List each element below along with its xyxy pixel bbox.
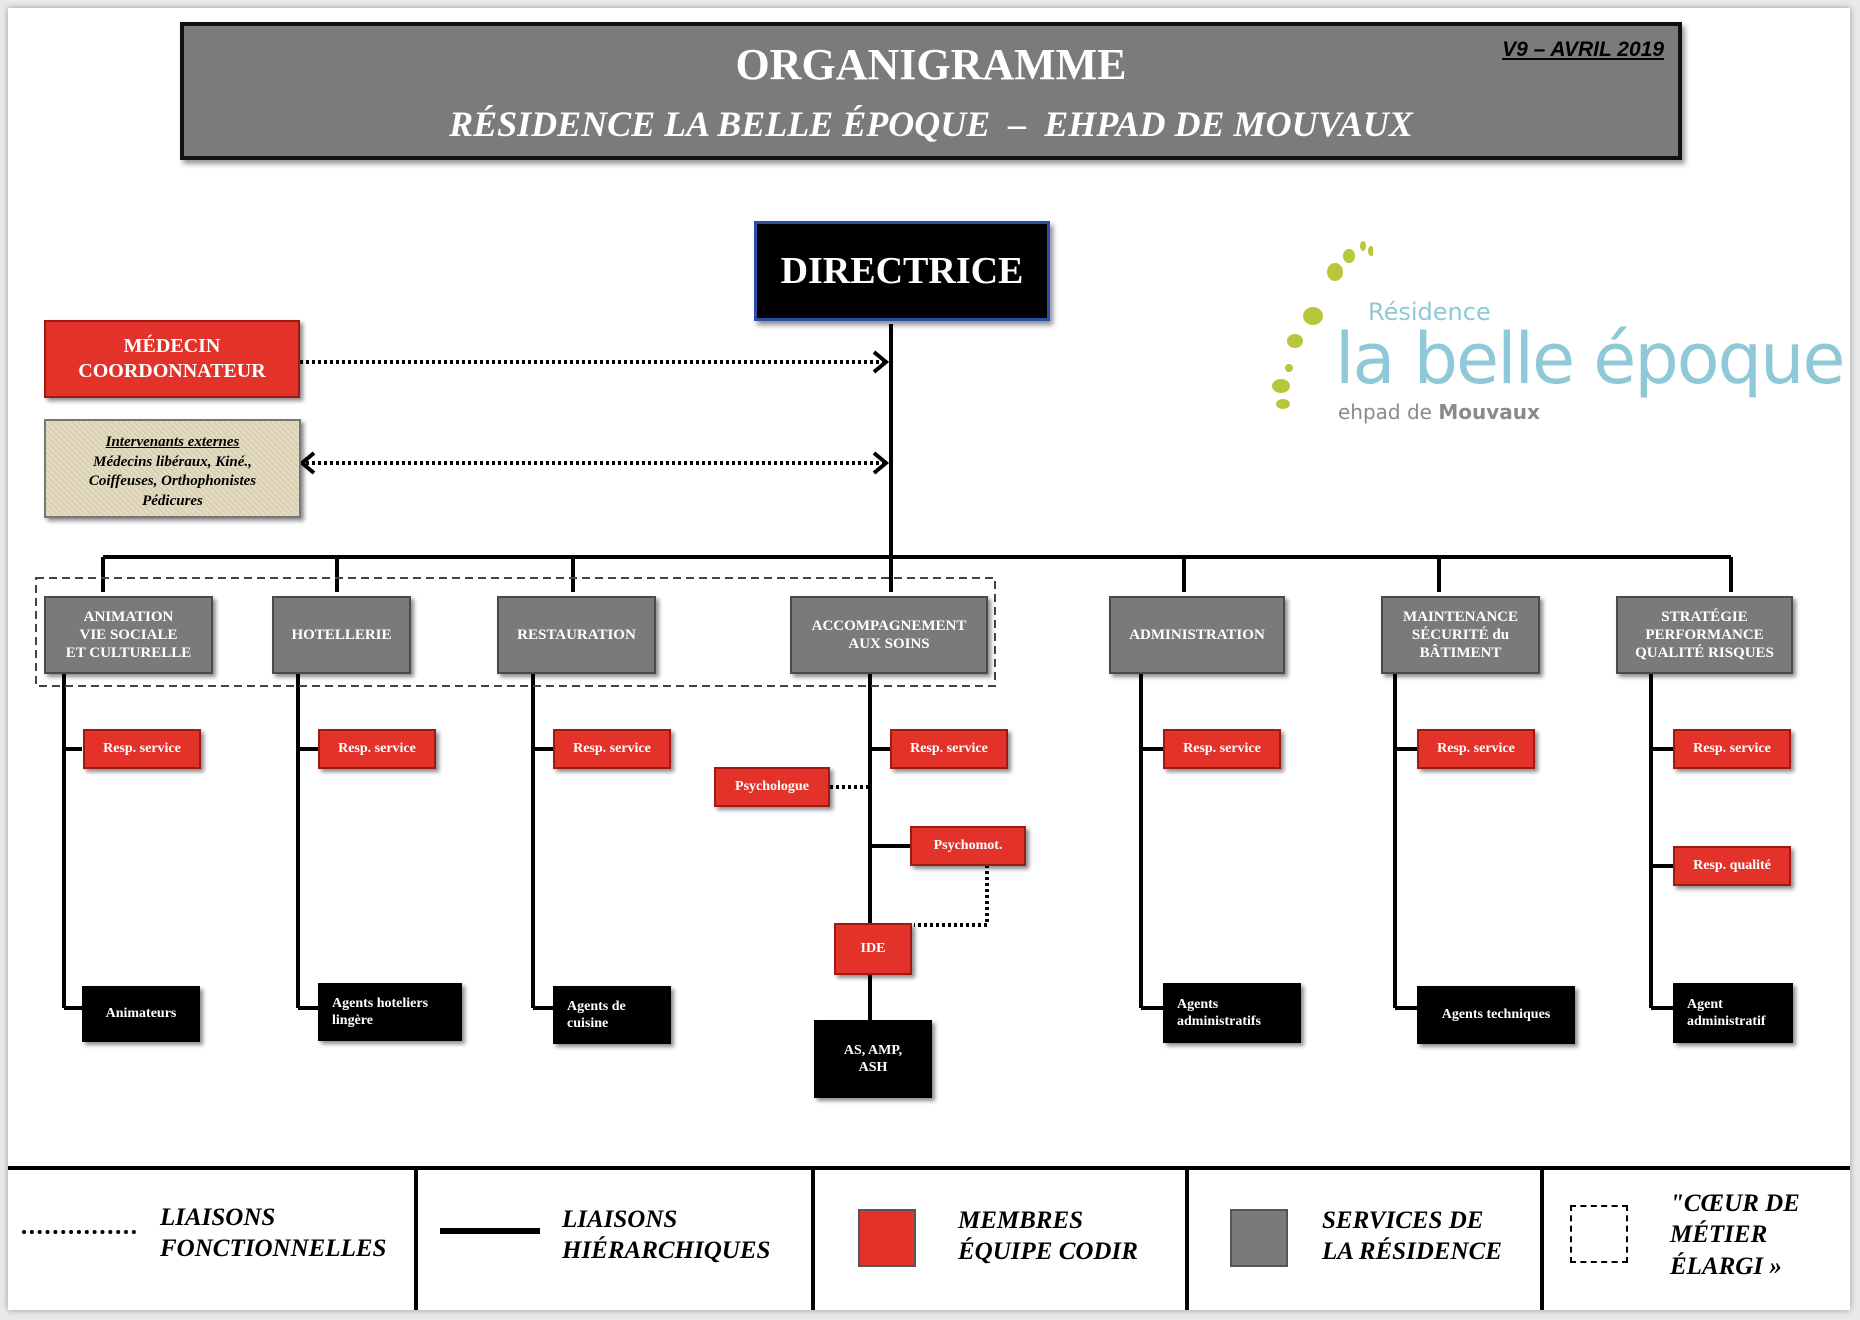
agents-hotellerie: Agents hoteliers lingère [318, 983, 462, 1041]
resp-service-restauration: Resp. service [553, 729, 671, 769]
agents-strategie: Agent administratif [1673, 983, 1793, 1043]
ide-box: IDE [834, 923, 912, 975]
service-hotellerie: HOTELLERIE [272, 596, 411, 674]
agents-soins: AS, AMP, ASH [814, 1020, 932, 1098]
logo-residence-text: Résidence [1368, 298, 1491, 326]
resp-qualite-strategie: Resp. qualité [1673, 846, 1791, 886]
resp-service-animation: Resp. service [83, 729, 201, 769]
agents-animation: Animateurs [82, 986, 200, 1042]
intervenants-externes-box: Intervenants externes Médecins libéraux,… [44, 419, 301, 518]
service-animation: ANIMATION VIE SOCIALE ET CULTURELLE [44, 596, 213, 674]
legend-label-hierarchiques: LIAISONS HIÉRARCHIQUES [562, 1206, 771, 1265]
logo-name-text: la belle époque [1335, 318, 1846, 400]
resp-service-administration: Resp. service [1163, 729, 1281, 769]
psychologue-box: Psychologue [714, 767, 830, 807]
intervenants-body: Médecins libéraux, Kiné., Coiffeuses, Or… [88, 453, 257, 509]
agents-restauration: Agents de cuisine [553, 986, 671, 1044]
legend-label-fonctionnelles: LIAISONS FONCTIONNELLES [160, 1204, 387, 1263]
logo-ehpad-text: ehpad de Mouvaux [1338, 400, 1540, 424]
organigram-sheet: ORGANIGRAMME RÉSIDENCE LA BELLE ÉPOQUE –… [8, 8, 1850, 1310]
agents-maintenance: Agents techniques [1417, 986, 1575, 1044]
legend-label-coeur-metier: "CŒUR DE MÉTIER ÉLARGI » [1670, 1190, 1800, 1280]
logo-ehpad-town: Mouvaux [1438, 400, 1540, 424]
legend-divider [1185, 1170, 1189, 1310]
legend-label-services: SERVICES DE LA RÉSIDENCE [1322, 1207, 1502, 1266]
dotted-line-icon [22, 1230, 136, 1234]
logo-ehpad-prefix: ehpad de [1338, 400, 1439, 424]
service-restauration: RESTAURATION [497, 596, 656, 674]
legend-divider [1540, 1170, 1544, 1310]
resp-service-soins: Resp. service [890, 729, 1008, 769]
service-accompagnement-soins: ACCOMPAGNEMENT AUX SOINS [790, 596, 988, 674]
director-box: DIRECTRICE [754, 221, 1050, 321]
header-banner: ORGANIGRAMME RÉSIDENCE LA BELLE ÉPOQUE –… [180, 22, 1682, 160]
legend-label-codir: MEMBRES ÉQUIPE CODIR [958, 1207, 1138, 1266]
gray-square-icon [1230, 1209, 1288, 1267]
dots-arc-icon [1272, 241, 1373, 409]
legend: LIAISONS FONCTIONNELLES LIAISONS HIÉRARC… [8, 1166, 1850, 1310]
service-administration: ADMINISTRATION [1109, 596, 1285, 674]
service-strategie: STRATÉGIE PERFORMANCE QUALITÉ RISQUES [1616, 596, 1793, 674]
resp-service-strategie: Resp. service [1673, 729, 1791, 769]
version-label: V9 – AVRIL 2019 [1502, 38, 1664, 61]
legend-divider [414, 1170, 418, 1310]
resp-service-hotellerie: Resp. service [318, 729, 436, 769]
header-title: ORGANIGRAMME [735, 39, 1127, 89]
residence-logo: Résidence la belle époque ehpad de Mouva… [1253, 236, 1846, 426]
psychomot-box: Psychomot. [910, 826, 1026, 866]
service-maintenance: MAINTENANCE SÉCURITÉ du BÂTIMENT [1381, 596, 1540, 674]
medecin-coordonnateur-box: MÉDECIN COORDONNATEUR [44, 320, 300, 398]
agents-administration: Agents administratifs [1163, 983, 1301, 1043]
connector-lines [35, 324, 1733, 1020]
solid-line-icon [440, 1228, 540, 1234]
red-square-icon [858, 1209, 916, 1267]
dashed-square-icon [1570, 1205, 1628, 1263]
header-subtitle: RÉSIDENCE LA BELLE ÉPOQUE – EHPAD DE MOU… [449, 104, 1413, 144]
intervenants-title: Intervenants externes [105, 434, 240, 450]
legend-divider [811, 1170, 815, 1310]
resp-service-maintenance: Resp. service [1417, 729, 1535, 769]
